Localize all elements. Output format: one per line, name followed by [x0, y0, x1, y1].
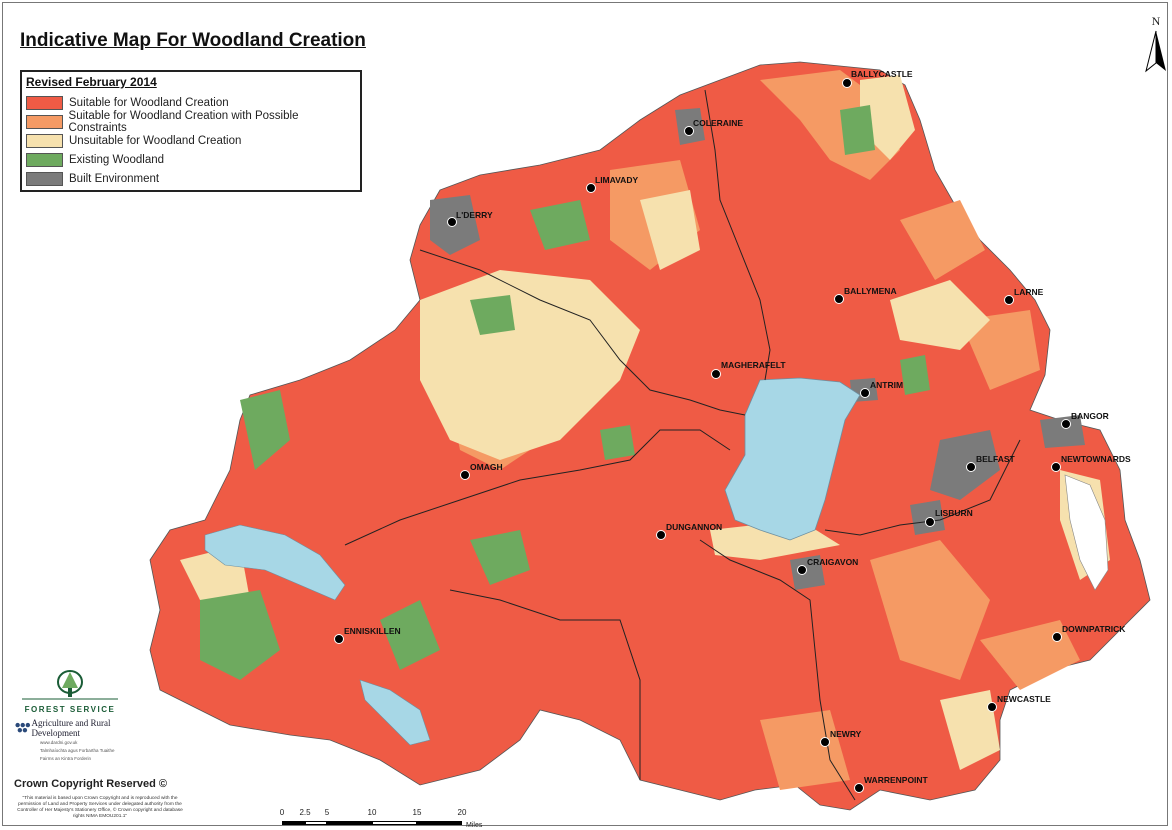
town-label-bangor: BANGOR	[1071, 411, 1109, 421]
legend-swatch-unsuitable	[26, 133, 63, 148]
town-dot-larne	[1004, 295, 1014, 305]
legend-item-suitable: Suitable for Woodland Creation	[26, 93, 356, 112]
legend-swatch-built	[26, 171, 63, 186]
scale-segment	[282, 821, 305, 825]
woodland-zones	[200, 105, 930, 680]
scale-tick: 0	[279, 808, 285, 817]
town-label-warrenpoint: WARRENPOINT	[864, 775, 928, 785]
logo-name: FOREST SERVICE	[24, 705, 116, 714]
legend-item-constraints: Suitable for Woodland Creation with Poss…	[26, 109, 356, 134]
legend-swatch-suitable	[26, 95, 63, 110]
town-label-ballycastle: BALLYCASTLE	[851, 69, 913, 79]
department-name: Agriculture and Rural Development	[31, 718, 111, 738]
map-title: Indicative Map For Woodland Creation	[20, 30, 366, 51]
town-dot-belfast	[966, 462, 976, 472]
scale-tick: 20	[457, 808, 467, 817]
town-label-ballymena: BALLYMENA	[844, 286, 897, 296]
scale-unit: Miles	[466, 822, 483, 829]
town-dot-craigavon	[797, 565, 807, 575]
legend-swatch-woodland	[26, 152, 63, 167]
legend-item-woodland: Existing Woodland	[26, 150, 356, 169]
town-dot-warrenpoint	[854, 783, 864, 793]
town-dot-downpatrick	[1052, 632, 1062, 642]
legend-label: Suitable for Woodland Creation	[69, 96, 229, 109]
town-dot-omagh	[460, 470, 470, 480]
scale-tick: 5	[324, 808, 330, 817]
legend-item-unsuitable: Unsuitable for Woodland Creation	[26, 131, 356, 150]
town-dot-magherafelt	[711, 369, 721, 379]
town-dot-ballycastle	[842, 78, 852, 88]
town-dot-newcastle	[987, 702, 997, 712]
town-dot-newtownards	[1051, 462, 1061, 472]
town-label-lisburn: LISBURN	[935, 508, 973, 518]
town-dot-newry	[820, 737, 830, 747]
tree-logo-icon	[22, 670, 118, 700]
town-dot-lisburn	[925, 517, 935, 527]
town-label-craigavon: CRAIGAVON	[807, 557, 859, 567]
town-dot-enniskillen	[334, 634, 344, 644]
scale-segment	[327, 821, 372, 825]
north-arrow: N	[1145, 14, 1167, 78]
town-dot-antrim	[860, 388, 870, 398]
town-dot-bangor	[1061, 419, 1071, 429]
map-legend: Revised February 2014 Suitable for Woodl…	[20, 70, 362, 192]
scale-tick: 15	[412, 808, 422, 817]
town-label-dungannon: DUNGANNON	[666, 522, 723, 532]
dept-ulster-scots: Fairms an Kintra Forderin	[40, 756, 92, 761]
legend-label: Suitable for Woodland Creation with Poss…	[68, 109, 299, 134]
forest-service-logo: FOREST SERVICE Agriculture and Rural Dev…	[14, 668, 126, 762]
scale-segment	[305, 821, 327, 825]
dept-web: www.dardni.gov.uk	[40, 740, 78, 745]
town-label-coleraine: COLERAINE	[693, 118, 744, 128]
town-label-larne: LARNE	[1014, 287, 1044, 297]
legend-heading: Revised February 2014	[26, 75, 157, 89]
copyright-heading: Crown Copyright Reserved ©	[14, 778, 167, 790]
legend-label: Built Environment	[69, 172, 160, 185]
town-label-limavady: LIMAVADY	[595, 175, 639, 185]
town-label-magherafelt: MAGHERAFELT	[721, 360, 786, 370]
town-label-newry: NEWRY	[830, 729, 862, 739]
scale-tick: 2.5	[299, 808, 311, 817]
town-dot-dungannon	[656, 530, 666, 540]
town-dot-derry	[447, 217, 457, 227]
town-dot-limavady	[586, 183, 596, 193]
legend-label: Unsuitable for Woodland Creation	[69, 134, 242, 147]
dept-crest-icon	[15, 722, 31, 733]
legend-label: Existing Woodland	[69, 153, 165, 166]
scale-segment	[372, 821, 417, 825]
legend-item-built: Built Environment	[26, 169, 356, 188]
department-block: Agriculture and Rural Development	[14, 718, 126, 738]
north-arrow-icon	[1145, 30, 1166, 73]
scale-tick: 10	[367, 808, 377, 817]
legend-swatch-constraints	[26, 114, 63, 129]
town-label-derry: L'DERRY	[456, 210, 493, 220]
copyright-note: "This material is based upon Crown Copyr…	[17, 796, 183, 819]
town-label-newcastle: NEWCASTLE	[997, 694, 1051, 704]
town-label-enniskillen: ENNISKILLEN	[344, 626, 401, 636]
scale-segment	[417, 821, 462, 825]
town-label-newtownards: NEWTOWNARDS	[1061, 454, 1131, 464]
town-label-antrim: ANTRIM	[870, 380, 904, 390]
dept-irish: Talmhaíochta agus Forbartha Tuaithe	[40, 748, 115, 753]
north-label: N	[1151, 14, 1161, 28]
town-label-omagh: OMAGH	[470, 462, 503, 472]
town-label-downpatrick: DOWNPATRICK	[1062, 624, 1126, 634]
town-label-belfast: BELFAST	[976, 454, 1015, 464]
town-dot-coleraine	[684, 126, 694, 136]
county-boundaries	[344, 89, 1021, 801]
water-bodies	[204, 377, 1109, 746]
town-dot-ballymena	[834, 294, 844, 304]
